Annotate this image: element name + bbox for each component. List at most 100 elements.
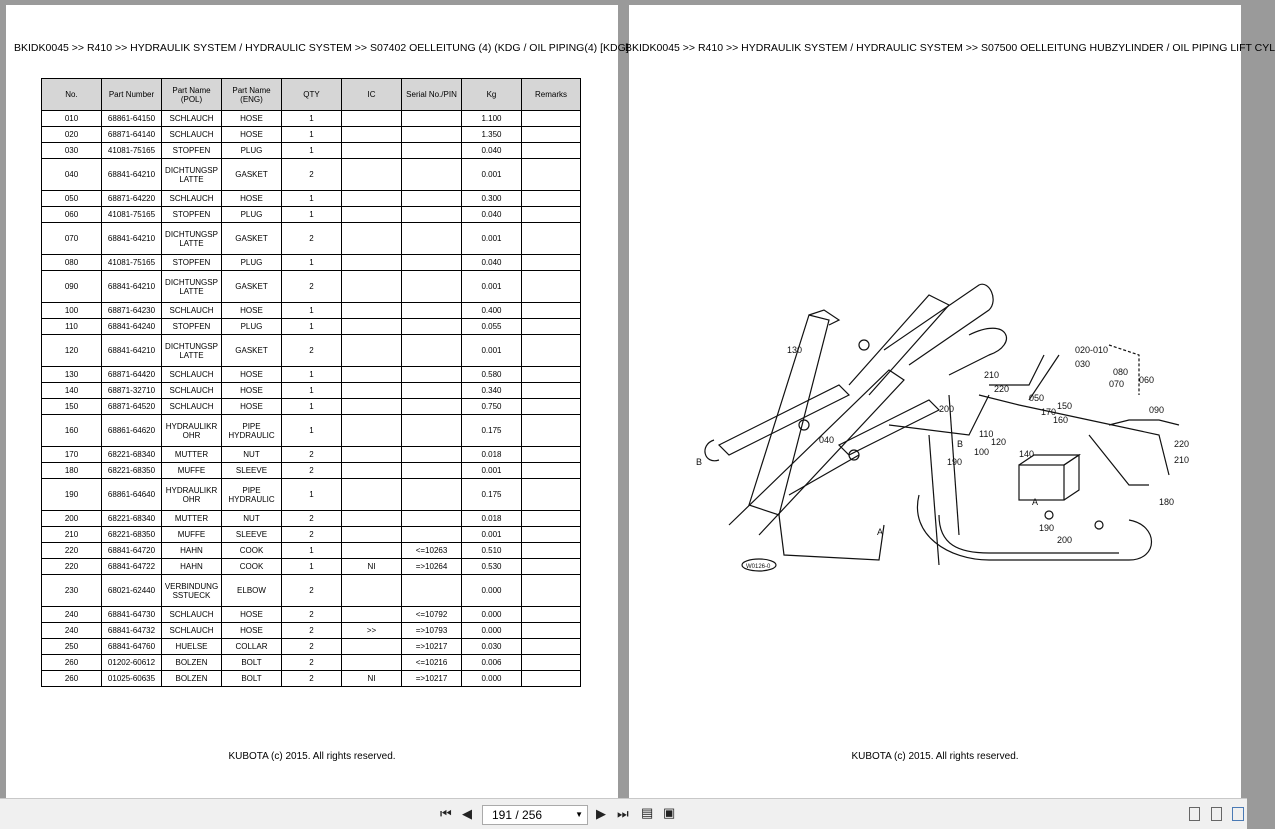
cell-qty: 2 [281,622,342,639]
cell-part-name-eng: PIPE HYDRAULIC [221,478,282,511]
cell-remarks [521,622,581,639]
cell-no: 240 [41,622,102,639]
last-page-button[interactable]: ⏭ [617,806,629,821]
continuous-view-icon[interactable] [1211,807,1222,821]
cell-part-name-eng: HOSE [221,126,282,143]
cell-part-name-pol: MUFFE [161,462,222,479]
cell-kg: 0.030 [461,638,522,655]
cell-part-name-pol: SCHLAUCH [161,126,222,143]
cell-serial [401,478,462,511]
cell-ic [341,366,402,383]
cell-serial: =>10217 [401,670,462,687]
cell-no: 070 [41,222,102,255]
cell-ic [341,254,402,271]
cell-part-name-eng: COOK [221,542,282,559]
cell-ic: >> [341,622,402,639]
callout-label: 220 [1174,439,1189,449]
callout-label: 030 [1075,359,1090,369]
cell-part-name-eng: GASKET [221,222,282,255]
cell-part-name-pol: SCHLAUCH [161,366,222,383]
col-header-remarks: Remarks [521,78,581,111]
cell-kg: 0.001 [461,270,522,303]
cell-qty: 1 [281,558,342,575]
cell-part-name-pol: HAHN [161,542,222,559]
cell-part-name-eng: ELBOW [221,574,282,607]
cell-part-number: 68871-64520 [101,398,162,415]
callout-label: 180 [1159,497,1174,507]
cell-no: 220 [41,558,102,575]
cell-part-name-eng: COLLAR [221,638,282,655]
cell-qty: 1 [281,206,342,223]
cell-remarks [521,158,581,191]
page-number-select[interactable]: 191 / 256 ▼ [482,805,588,825]
cell-part-name-eng: NUT [221,510,282,527]
cell-remarks [521,318,581,335]
cell-part-name-pol: VERBINDUNG SSTUECK [161,574,222,607]
cell-no: 130 [41,366,102,383]
cell-part-name-pol: STOPFEN [161,142,222,159]
cell-serial [401,446,462,463]
cell-kg: 0.040 [461,254,522,271]
cell-remarks [521,670,581,687]
cell-remarks [521,414,581,447]
col-header-part-name-eng: Part Name (ENG) [221,78,282,111]
cell-serial: =>10793 [401,622,462,639]
cell-qty: 2 [281,526,342,543]
cell-part-number: 68841-64240 [101,318,162,335]
cell-kg: 0.001 [461,158,522,191]
cell-kg: 1.350 [461,126,522,143]
next-page-button[interactable]: ▶ [596,806,606,821]
cell-part-number: 68841-64760 [101,638,162,655]
cell-part-number: 68871-64220 [101,190,162,207]
table-header-row: No. Part Number Part Name (POL) Part Nam… [41,78,581,111]
cell-serial [401,142,462,159]
cell-part-name-pol: HAHN [161,558,222,575]
cell-part-name-eng: PIPE HYDRAULIC [221,414,282,447]
cell-part-name-pol: DICHTUNGSP LATTE [161,222,222,255]
cell-part-name-eng: HOSE [221,110,282,127]
cell-serial [401,270,462,303]
first-page-button[interactable]: ⏮ [440,806,452,821]
cell-serial [401,574,462,607]
cell-qty: 1 [281,142,342,159]
cell-qty: 2 [281,670,342,687]
cell-serial [401,254,462,271]
cell-part-name-eng: HOSE [221,190,282,207]
cell-kg: 0.018 [461,510,522,527]
cell-ic [341,542,402,559]
parts-table: No. Part Number Part Name (POL) Part Nam… [41,78,581,687]
copy-view-icon[interactable]: ▣ [663,805,676,820]
two-page-view-icon[interactable] [1232,807,1244,821]
cell-serial [401,158,462,191]
cell-remarks [521,446,581,463]
cell-part-number: 68841-64732 [101,622,162,639]
cell-part-name-pol: DICHTUNGSP LATTE [161,334,222,367]
thumbnail-view-icon[interactable]: ▤ [641,805,654,820]
cell-no: 200 [41,510,102,527]
cell-serial [401,398,462,415]
cell-ic [341,414,402,447]
previous-page-button[interactable]: ◀ [462,806,472,821]
single-page-view-icon[interactable] [1189,807,1200,821]
figure-code: W0126-0 [746,564,771,570]
cell-part-name-eng: COOK [221,558,282,575]
cell-part-name-eng: NUT [221,446,282,463]
cell-ic [341,606,402,623]
cell-remarks [521,574,581,607]
callout-label: 100 [974,447,989,457]
cell-serial [401,366,462,383]
cell-remarks [521,302,581,319]
cell-kg: 0.175 [461,414,522,447]
